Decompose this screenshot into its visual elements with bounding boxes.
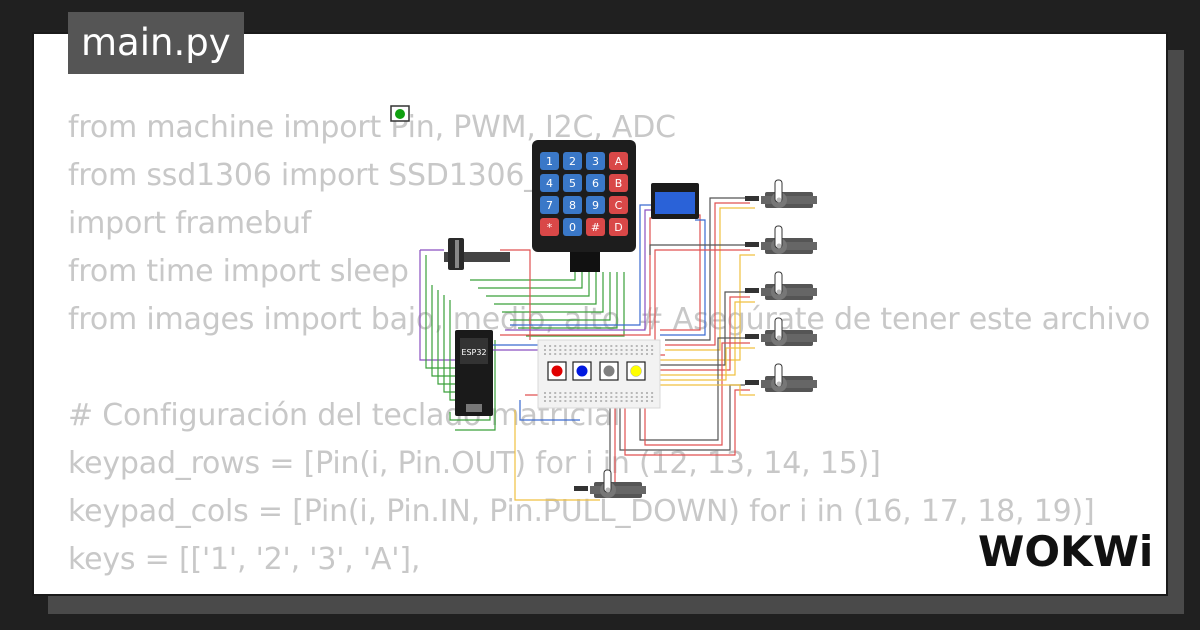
keypad-keys: 1 2 3 A 4 5 6 B 7 8 9 C * 0 # D bbox=[540, 152, 628, 236]
keypad-key[interactable]: 9 bbox=[586, 196, 605, 214]
keypad-key-label: 2 bbox=[569, 155, 576, 168]
code-line: from time import sleep bbox=[68, 254, 409, 289]
button-gray[interactable] bbox=[599, 361, 619, 381]
keypad-key-label: 0 bbox=[569, 221, 576, 234]
servo-motor[interactable] bbox=[745, 179, 817, 208]
servo-motors bbox=[574, 179, 817, 498]
servo-motor[interactable] bbox=[745, 271, 817, 300]
code-line: import framebuf bbox=[68, 206, 312, 241]
button-yellow[interactable] bbox=[626, 361, 646, 381]
green-led[interactable] bbox=[390, 105, 410, 122]
keypad-key[interactable]: * bbox=[540, 218, 559, 236]
pushbuttons bbox=[547, 361, 646, 381]
servo-motor[interactable] bbox=[745, 317, 817, 346]
keypad-key-label: * bbox=[547, 221, 553, 234]
keypad-key-label: D bbox=[614, 221, 622, 234]
keypad-key-label: 5 bbox=[569, 177, 576, 190]
keypad-key-label: 8 bbox=[569, 199, 576, 212]
keypad-key-label: 7 bbox=[546, 199, 553, 212]
project-preview-card: from machine import Pin, PWM, I2C, ADC fr… bbox=[32, 32, 1168, 596]
code-line: keypad_rows = [Pin(i, Pin.OUT) for i in … bbox=[68, 446, 881, 481]
code-line: keypad_cols = [Pin(i, Pin.IN, Pin.PULL_D… bbox=[68, 494, 1095, 529]
esp32-board[interactable]: ESP32 bbox=[455, 330, 493, 416]
keypad-key[interactable]: 2 bbox=[563, 152, 582, 170]
wokwi-logo: WOKWi bbox=[978, 527, 1152, 576]
wires bbox=[419, 197, 755, 501]
keypad-key[interactable]: D bbox=[609, 218, 628, 236]
servo-motor[interactable] bbox=[745, 363, 817, 392]
keypad-key[interactable]: 6 bbox=[586, 174, 605, 192]
button-red[interactable] bbox=[547, 361, 567, 381]
keypad-key[interactable]: 1 bbox=[540, 152, 559, 170]
slide-potentiometer[interactable] bbox=[444, 238, 510, 270]
servo-motor[interactable] bbox=[745, 225, 817, 254]
wokwi-logo-text: WOKWi bbox=[978, 527, 1152, 576]
keypad-key[interactable]: C bbox=[609, 196, 628, 214]
keypad-key-label: # bbox=[591, 221, 600, 234]
keypad-key-label: 4 bbox=[546, 177, 553, 190]
code-line: keys = [['1', '2', '3', 'A'], bbox=[68, 542, 421, 577]
code-editor: from machine import Pin, PWM, I2C, ADC fr… bbox=[68, 104, 1150, 594]
keypad-key-label: C bbox=[615, 199, 623, 212]
board-label: ESP32 bbox=[461, 348, 486, 357]
keypad-key[interactable]: # bbox=[586, 218, 605, 236]
keypad-key-label: B bbox=[615, 177, 623, 190]
keypad-key-label: A bbox=[615, 155, 623, 168]
keypad-key[interactable]: 5 bbox=[563, 174, 582, 192]
oled-display[interactable] bbox=[651, 183, 699, 219]
code-line: ['4', '5', '6', 'B'], bbox=[68, 584, 1150, 594]
code-line: from machine import Pin, PWM, I2C, ADC bbox=[68, 110, 676, 145]
file-tab[interactable]: main.py bbox=[68, 12, 244, 74]
keypad-key[interactable]: B bbox=[609, 174, 628, 192]
keypad-key-label: 6 bbox=[592, 177, 599, 190]
keypad-key-label: 1 bbox=[546, 155, 553, 168]
button-blue[interactable] bbox=[572, 361, 592, 381]
servo-motor[interactable] bbox=[574, 469, 646, 498]
keypad-key[interactable]: 4 bbox=[540, 174, 559, 192]
keypad-key[interactable]: 7 bbox=[540, 196, 559, 214]
keypad-key-label: 9 bbox=[592, 199, 599, 212]
keypad-key[interactable]: A bbox=[609, 152, 628, 170]
keypad-key[interactable]: 0 bbox=[563, 218, 582, 236]
keypad-key-label: 3 bbox=[592, 155, 599, 168]
keypad-key[interactable]: 3 bbox=[586, 152, 605, 170]
keypad-key[interactable]: 8 bbox=[563, 196, 582, 214]
